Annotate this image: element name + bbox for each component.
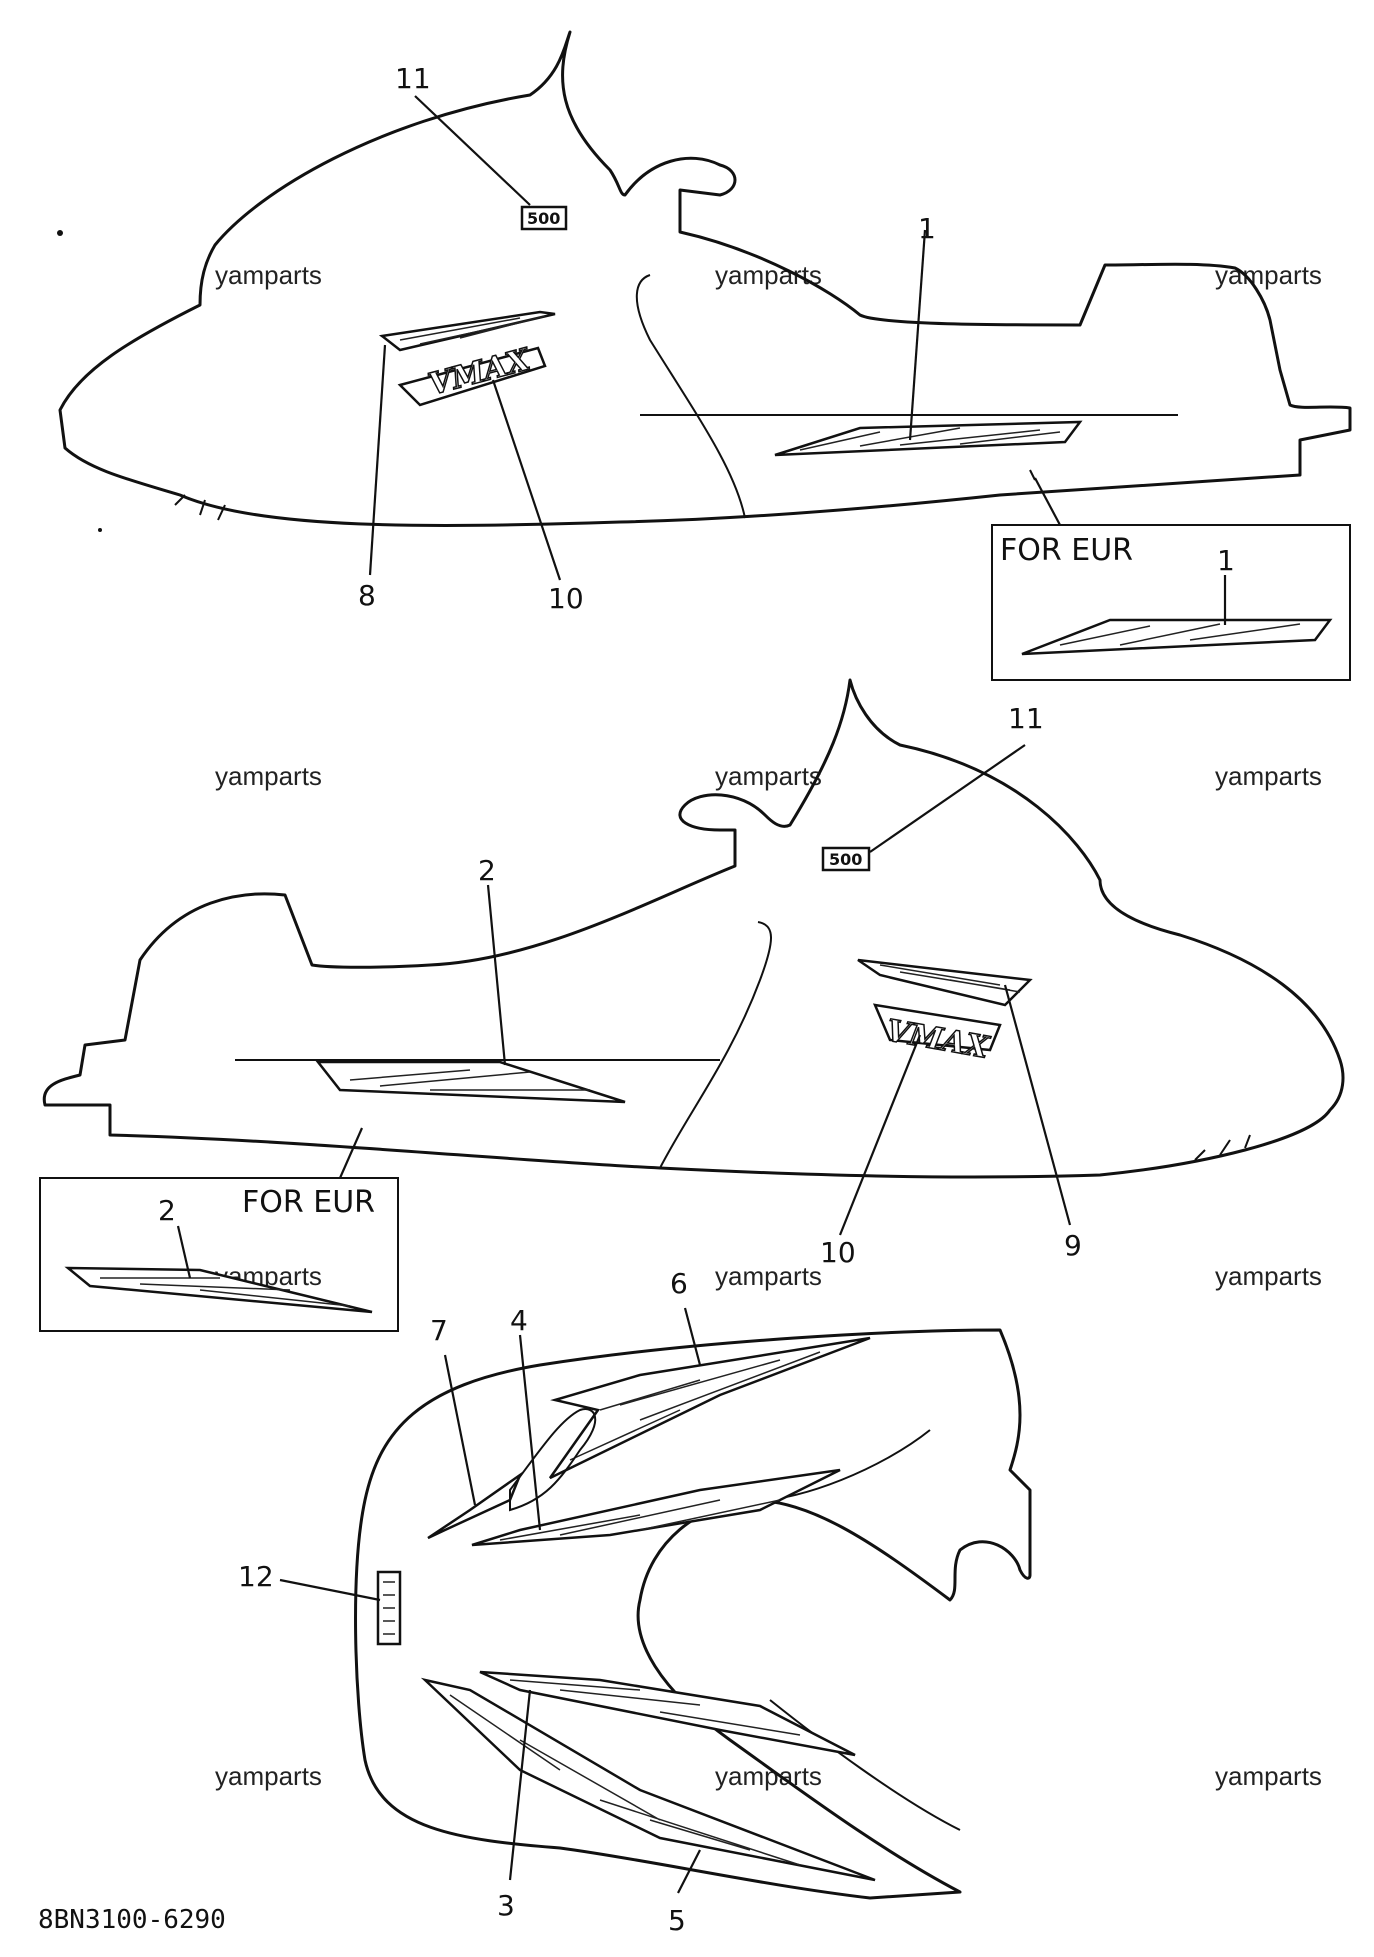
decal-1 bbox=[774, 420, 1083, 457]
decal-6-pattern bbox=[569, 1351, 821, 1461]
eur-decal-1-pattern bbox=[1059, 623, 1301, 646]
decal-5 bbox=[420, 1677, 876, 1882]
watermark: yamparts bbox=[715, 1261, 822, 1291]
leader-11-top bbox=[414, 95, 531, 206]
eur-decal-1 bbox=[1021, 618, 1333, 656]
snowmobile-right-view: 500 VMAX FOR EUR 11 2 10 9 2 bbox=[39, 678, 1345, 1332]
decal-9-pattern bbox=[879, 964, 1021, 993]
watermarks: yamparts yamparts yamparts yamparts yamp… bbox=[215, 260, 1322, 1791]
decal-5-pattern bbox=[449, 1694, 801, 1866]
leader-10-top bbox=[491, 379, 562, 581]
badge-500-decal bbox=[821, 846, 871, 872]
decal-3-pattern bbox=[509, 1679, 801, 1736]
decal-4 bbox=[471, 1468, 841, 1547]
decal-4-pattern bbox=[499, 1499, 781, 1541]
snowmobile-left-view: 500 VMAX FOR EUR 11 1 8 10 1 bbox=[58, 30, 1352, 681]
decal-8-pattern bbox=[399, 315, 546, 345]
callout-1-eur: 1 bbox=[1217, 544, 1235, 577]
watermark: yamparts bbox=[215, 260, 322, 290]
leader-4 bbox=[518, 1334, 542, 1531]
leader-5 bbox=[677, 1849, 701, 1894]
leader-2-mid bbox=[486, 884, 507, 1066]
for-eur-label: FOR EUR bbox=[242, 1185, 375, 1220]
callout-6: 6 bbox=[670, 1267, 688, 1300]
callout-11: 11 bbox=[395, 62, 431, 95]
leader-12 bbox=[279, 1578, 381, 1602]
leader-9-mid bbox=[1003, 984, 1072, 1226]
vmax-emblem-decal-10 bbox=[397, 346, 547, 407]
vmax-emblem-decal-10 bbox=[872, 1003, 1002, 1052]
eur-decal-2-pattern bbox=[100, 1277, 351, 1307]
callout-12: 12 bbox=[238, 1560, 274, 1593]
for-eur-inset-box bbox=[991, 524, 1351, 681]
watermark: yamparts bbox=[715, 1761, 822, 1791]
watermark: yamparts bbox=[215, 761, 322, 791]
watermark: yamparts bbox=[215, 1761, 322, 1791]
ski-edge bbox=[1029, 469, 1036, 481]
callout-10: 10 bbox=[820, 1236, 856, 1269]
leader-eur-top bbox=[1034, 477, 1061, 526]
leader-eur-mid bbox=[338, 1127, 364, 1179]
callout-7: 7 bbox=[430, 1314, 448, 1347]
decal-12-pattern bbox=[383, 1581, 395, 1635]
leader-2-eur bbox=[176, 1225, 192, 1279]
for-eur-label: FOR EUR bbox=[1000, 533, 1133, 568]
vmax-emblem-text: VMAX bbox=[425, 342, 535, 403]
leader-6 bbox=[683, 1307, 702, 1366]
fork-line bbox=[635, 274, 746, 519]
decal-7 bbox=[427, 1471, 523, 1540]
watermark: yamparts bbox=[715, 761, 822, 791]
snowmobile-body-outline bbox=[42, 678, 1345, 1179]
callout-2-eur: 2 bbox=[158, 1194, 176, 1227]
decal-6 bbox=[548, 1336, 871, 1480]
callout-4: 4 bbox=[510, 1304, 528, 1337]
decal-2 bbox=[315, 1060, 626, 1104]
tick-marks bbox=[174, 494, 226, 521]
callout-11: 11 bbox=[1008, 702, 1044, 735]
callout-2: 2 bbox=[478, 854, 496, 887]
hood-vent bbox=[509, 1408, 597, 1512]
hood-top-view: 6 7 4 12 3 5 bbox=[238, 1267, 1032, 1937]
speck bbox=[57, 230, 63, 236]
snowmobile-body-outline bbox=[58, 30, 1352, 527]
watermark: yamparts bbox=[1215, 761, 1322, 791]
part-number: 8BN3100-6290 bbox=[38, 1905, 226, 1935]
watermark: yamparts bbox=[1215, 1261, 1322, 1291]
watermark: yamparts bbox=[715, 260, 822, 290]
fork-line bbox=[659, 921, 772, 1169]
leader-1-top bbox=[908, 229, 927, 441]
eur-decal-2 bbox=[64, 1266, 373, 1314]
callout-8: 8 bbox=[358, 579, 376, 612]
callout-5: 5 bbox=[668, 1904, 686, 1937]
decal-8 bbox=[378, 310, 556, 352]
leader-10-mid bbox=[838, 1034, 922, 1236]
watermark: yamparts bbox=[1215, 260, 1322, 290]
callout-3: 3 bbox=[497, 1889, 515, 1922]
callout-10: 10 bbox=[548, 582, 584, 615]
badge-500-decal bbox=[520, 205, 568, 231]
for-eur-inset-box bbox=[39, 1177, 399, 1332]
callout-1: 1 bbox=[918, 212, 936, 245]
tick-marks bbox=[1194, 1134, 1251, 1161]
hood-outline bbox=[354, 1328, 1032, 1900]
leader-8-top bbox=[368, 344, 387, 576]
badge-500-text: 500 bbox=[829, 850, 862, 869]
leader-11-mid bbox=[869, 744, 1026, 853]
badge-500-text: 500 bbox=[527, 209, 560, 228]
leader-7 bbox=[443, 1354, 477, 1506]
decal-9 bbox=[857, 958, 1033, 1007]
speck bbox=[98, 528, 102, 532]
leader-3 bbox=[508, 1689, 532, 1881]
callout-9: 9 bbox=[1064, 1229, 1082, 1262]
watermark: yamparts bbox=[1215, 1761, 1322, 1791]
decal-2-pattern bbox=[349, 1069, 590, 1091]
